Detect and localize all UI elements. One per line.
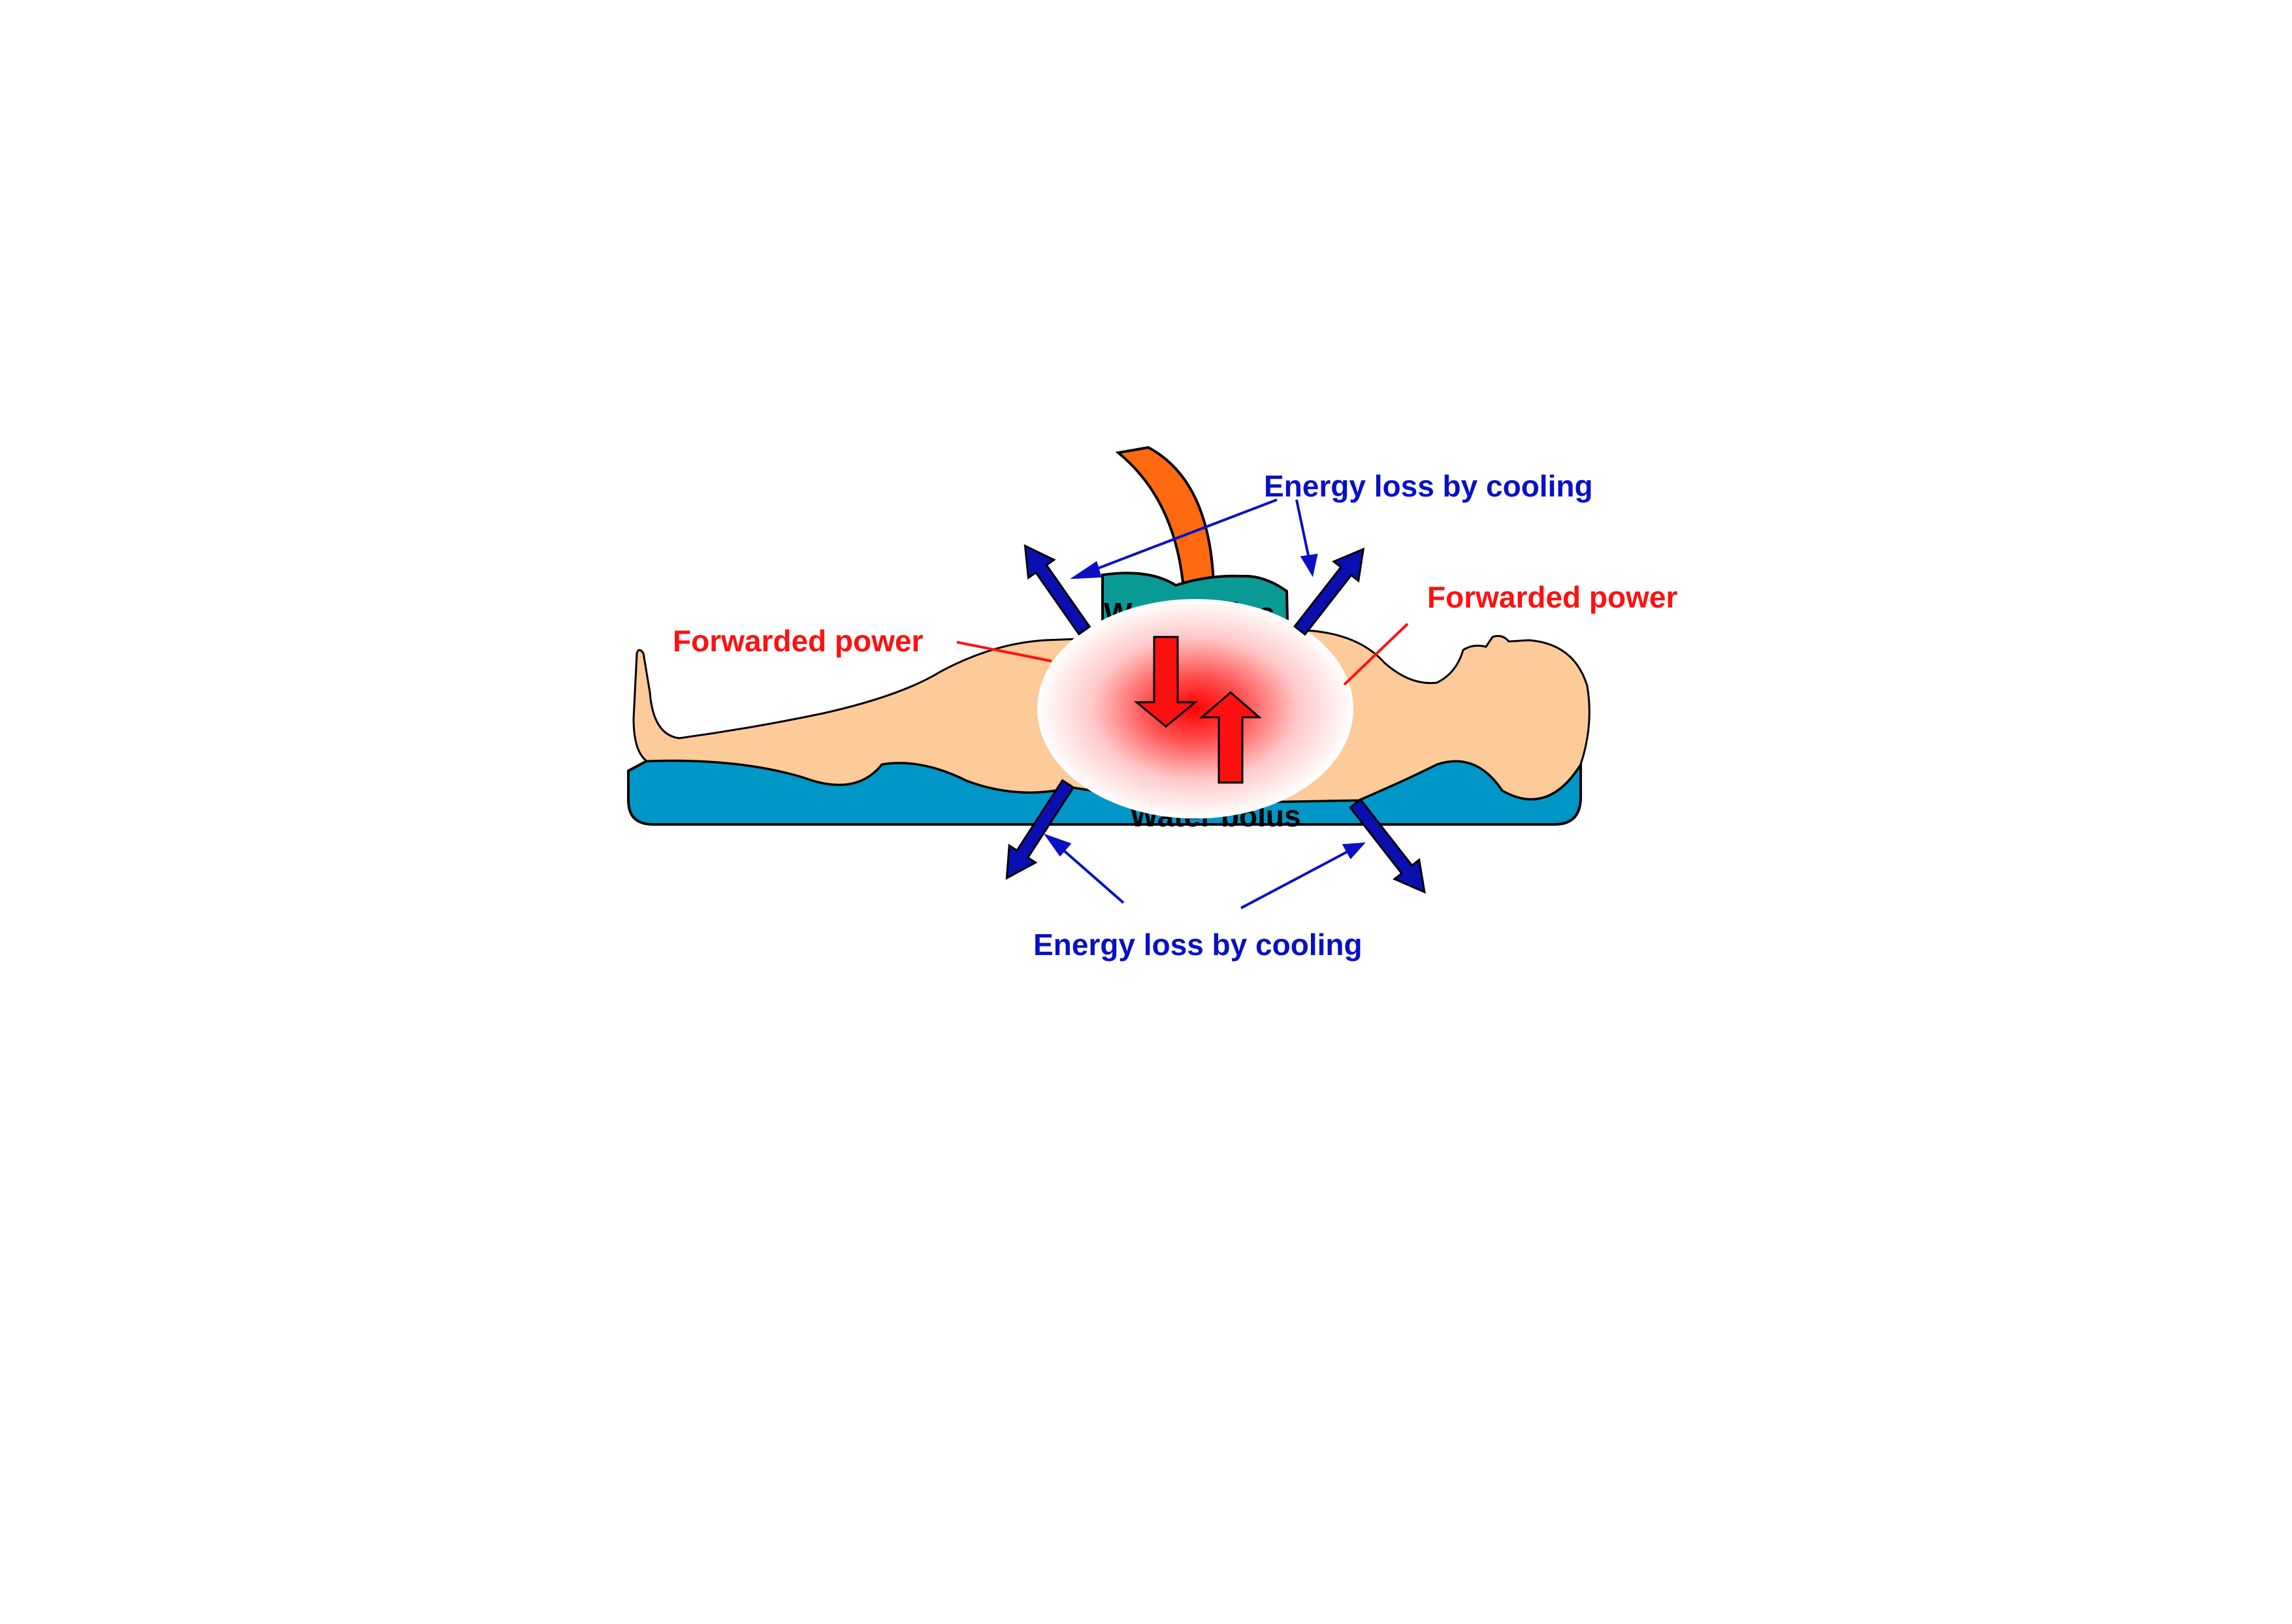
up-power-arrow-icon xyxy=(1199,691,1263,784)
cooling-arrow-top-left-icon xyxy=(1024,544,1091,636)
energy-loss-bottom-label: Energy loss by cooling xyxy=(1033,928,1363,962)
energy-loss-top-label: Energy loss by cooling xyxy=(1264,469,1593,503)
heated-region xyxy=(1037,599,1353,819)
forwarded-power-left-label: Forwarded power xyxy=(673,624,923,658)
cooling-arrow-bottom-right-icon xyxy=(1349,798,1426,894)
cooling-arrow-top-right-icon xyxy=(1293,547,1365,636)
energy-loss-leaders xyxy=(1043,498,1366,909)
down-power-arrow-icon xyxy=(1133,636,1199,728)
cooling-arrow-bottom-left-icon xyxy=(1005,779,1075,880)
forwarded-power-leaders xyxy=(956,623,1409,686)
forwarded-power-right-label: Forwarded power xyxy=(1427,580,1677,614)
applicator-icon xyxy=(1115,446,1216,591)
